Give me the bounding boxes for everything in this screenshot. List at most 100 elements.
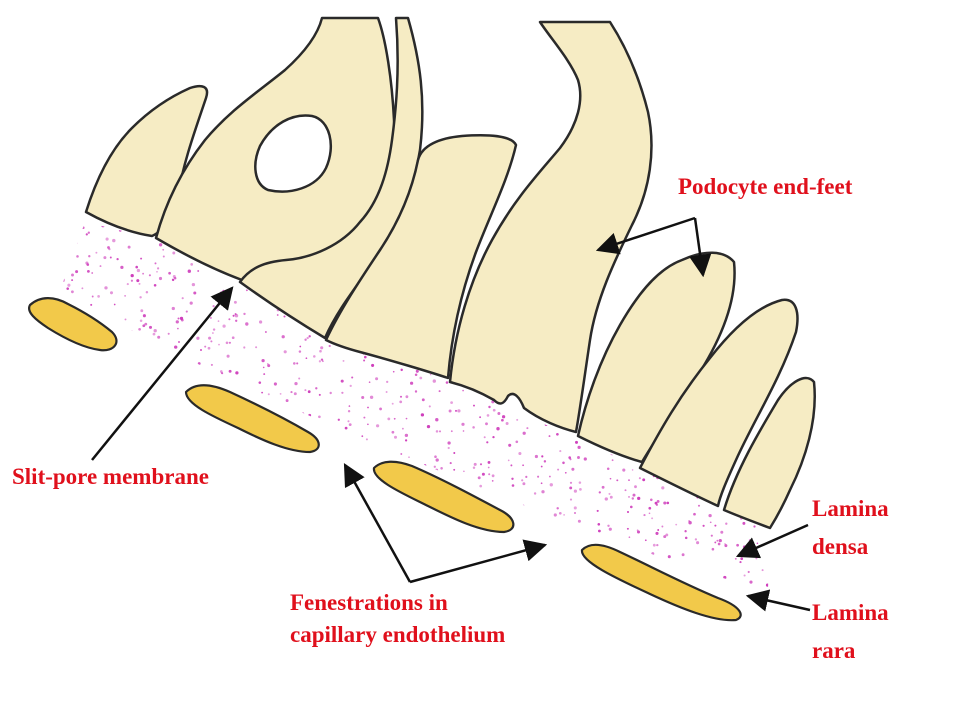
- membrane-dot: [293, 392, 297, 396]
- membrane-dot: [276, 314, 279, 316]
- membrane-dot: [235, 371, 239, 375]
- membrane-dot: [626, 510, 630, 514]
- membrane-dot: [774, 220, 777, 223]
- membrane-dot: [435, 458, 439, 462]
- membrane-dot: [415, 514, 418, 517]
- membrane-dot: [243, 437, 246, 440]
- membrane-dot: [463, 594, 466, 597]
- membrane-dot: [734, 557, 737, 560]
- membrane-dot: [526, 569, 530, 573]
- membrane-dot: [592, 344, 596, 348]
- membrane-dot: [135, 265, 138, 269]
- membrane-dot: [604, 497, 608, 501]
- membrane-dot: [148, 325, 153, 329]
- membrane-dot: [212, 328, 216, 331]
- membrane-dot: [157, 267, 160, 270]
- membrane-dot: [459, 542, 462, 545]
- membrane-dot: [714, 524, 717, 527]
- membrane-dot: [511, 569, 516, 573]
- membrane-dot: [173, 491, 178, 496]
- membrane-dot: [491, 474, 495, 478]
- membrane-dot: [204, 447, 207, 451]
- membrane-dot: [240, 579, 244, 583]
- membrane-dot: [534, 454, 538, 459]
- membrane-dot: [755, 269, 759, 273]
- membrane-dot: [218, 462, 221, 466]
- membrane-dot: [251, 554, 255, 558]
- membrane-dot: [632, 493, 636, 497]
- membrane-dot: [61, 555, 64, 557]
- membrane-dot: [114, 508, 117, 512]
- membrane-dot: [187, 414, 190, 417]
- membrane-dot: [596, 509, 599, 512]
- membrane-dot: [318, 415, 321, 419]
- membrane-dot: [139, 357, 143, 362]
- membrane-dot: [82, 226, 85, 229]
- membrane-dot: [95, 547, 99, 551]
- membrane-dot: [597, 343, 601, 346]
- membrane-dot: [548, 435, 551, 438]
- membrane-dot: [378, 570, 382, 574]
- label-fenestrations-line1: Fenestrations in: [290, 590, 448, 615]
- membrane-dot: [92, 438, 95, 441]
- membrane-dot: [253, 450, 256, 453]
- membrane-dot: [612, 595, 614, 597]
- membrane-dot: [762, 242, 765, 246]
- membrane-dot: [104, 365, 107, 368]
- membrane-dot: [502, 595, 505, 598]
- membrane-dot: [347, 455, 351, 459]
- membrane-dot: [557, 468, 560, 471]
- membrane-dot: [247, 563, 250, 566]
- membrane-dot: [344, 426, 348, 430]
- membrane-dot: [477, 476, 481, 480]
- membrane-dot: [616, 317, 621, 321]
- membrane-dot: [319, 525, 322, 527]
- membrane-dot: [508, 443, 512, 447]
- membrane-dot: [267, 364, 271, 368]
- membrane-dot: [45, 427, 47, 429]
- membrane-dot: [42, 434, 45, 437]
- membrane-dot: [91, 295, 94, 298]
- membrane-dot: [569, 498, 573, 501]
- membrane-dot: [385, 520, 388, 523]
- membrane-dot: [365, 438, 368, 441]
- membrane-dot: [77, 438, 81, 442]
- membrane-dot: [163, 398, 166, 401]
- membrane-dot: [453, 452, 456, 454]
- membrane-dot: [297, 551, 301, 555]
- membrane-dot: [219, 370, 223, 373]
- membrane-dot: [240, 583, 243, 586]
- membrane-dot: [61, 278, 65, 282]
- membrane-dot: [231, 336, 235, 340]
- membrane-dot: [188, 508, 192, 512]
- label-lamina-rara-line1: Lamina: [812, 600, 889, 625]
- membrane-dot: [60, 396, 62, 400]
- membrane-dot: [496, 427, 500, 431]
- membrane-dot: [191, 559, 194, 562]
- membrane-dot: [99, 394, 102, 397]
- membrane-dot: [473, 530, 477, 533]
- membrane-dot: [90, 303, 93, 306]
- membrane-dot: [140, 309, 144, 313]
- membrane-dot: [742, 545, 746, 549]
- membrane-dot: [124, 318, 127, 321]
- membrane-dot: [405, 395, 409, 399]
- membrane-dot: [87, 372, 91, 376]
- membrane-dot: [391, 521, 395, 525]
- membrane-dot: [127, 329, 130, 333]
- membrane-dot: [175, 320, 179, 324]
- membrane-dot: [105, 237, 109, 241]
- membrane-dot: [494, 501, 497, 504]
- membrane-dot: [191, 491, 195, 495]
- membrane-dot: [559, 575, 563, 579]
- membrane-dot: [165, 508, 168, 512]
- membrane-dot: [724, 228, 728, 231]
- membrane-dot: [624, 262, 626, 265]
- membrane-dot: [307, 417, 310, 420]
- membrane-dot: [363, 563, 367, 568]
- membrane-dot: [306, 415, 310, 419]
- membrane-dot: [129, 430, 133, 434]
- membrane-dot: [582, 572, 584, 575]
- membrane-dot: [166, 354, 170, 357]
- membrane-dot: [195, 374, 198, 377]
